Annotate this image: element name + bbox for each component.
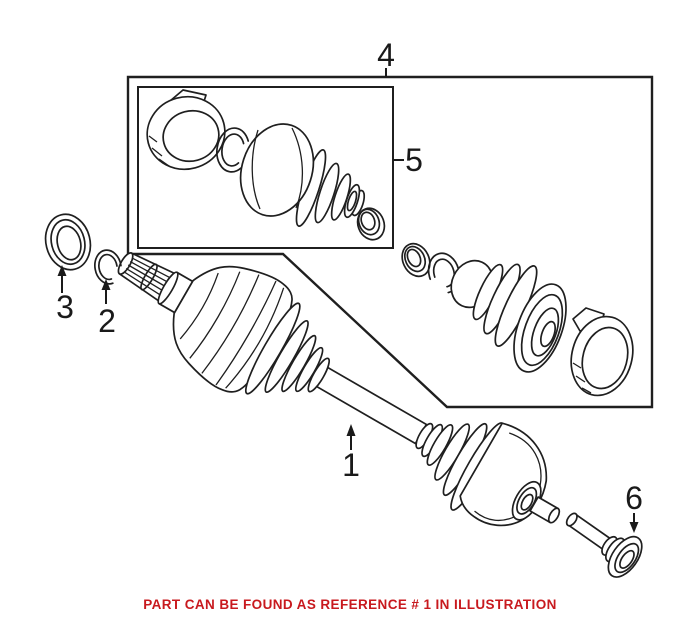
part-label-5: 5 <box>405 142 423 178</box>
inner-cv-boot-drawing <box>239 123 366 227</box>
part-label-3: 3 <box>56 289 74 325</box>
outer-boot-clamp-drawing <box>570 307 634 397</box>
seal-ring-drawing <box>44 213 92 271</box>
boot-kit-inner-box <box>137 86 394 249</box>
axle-shaft-drawing <box>117 252 561 527</box>
outer-kit-washer-drawing <box>401 242 431 278</box>
callout-6: 6 <box>625 480 643 533</box>
part-label-6: 6 <box>625 480 643 516</box>
reference-note: PART CAN BE FOUND AS REFERENCE # 1 IN IL… <box>143 597 557 612</box>
part-label-1: 1 <box>342 447 360 483</box>
part-label-2: 2 <box>98 303 116 339</box>
callout-1: 1 <box>342 424 360 483</box>
snap-ring-drawing <box>94 249 122 285</box>
outer-cv-boot-drawing <box>450 259 567 373</box>
part-label-4: 4 <box>377 37 395 73</box>
callout-2: 2 <box>98 279 116 339</box>
inner-boot-clip-drawing <box>216 127 250 173</box>
inner-kit-ring-drawing <box>356 207 386 241</box>
callout-3: 3 <box>56 265 74 325</box>
inner-boot-clamp-drawing <box>146 89 226 171</box>
callout-4: 4 <box>377 37 395 77</box>
axle-bolt-drawing <box>565 512 643 578</box>
callout-5: 5 <box>393 142 423 178</box>
